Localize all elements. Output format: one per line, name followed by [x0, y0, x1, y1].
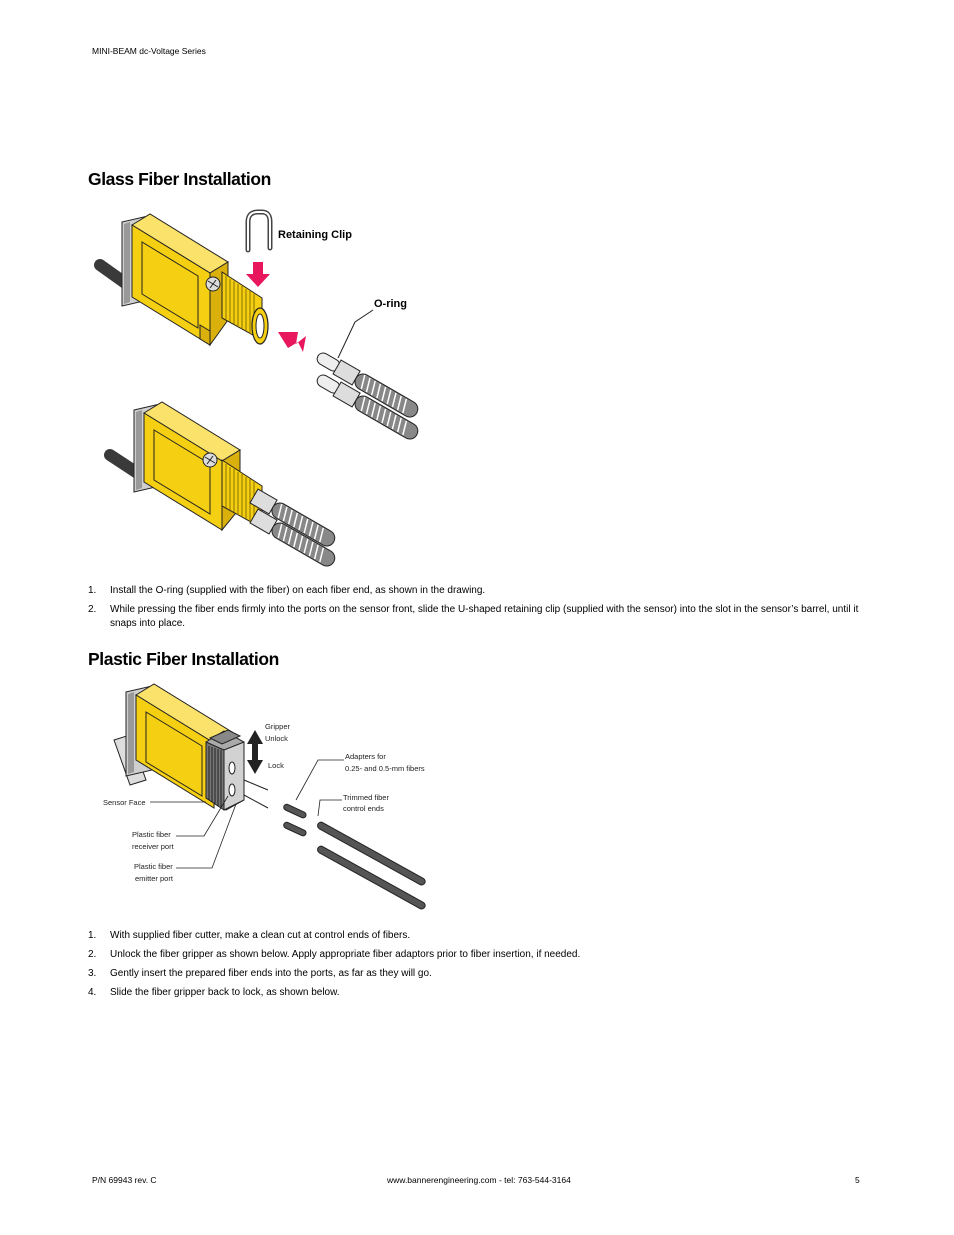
step-text: Gently insert the prepared fiber ends in…	[110, 968, 432, 979]
lock-label: Lock	[268, 761, 284, 770]
adapters-label-line2: 0.25- and 0.5-mm fibers	[345, 764, 425, 773]
running-header: MINI-BEAM dc-Voltage Series	[92, 46, 206, 56]
footer-part-number: P/N 69943 rev. C	[92, 1175, 157, 1185]
list-item: 2. While pressing the fiber ends firmly …	[88, 603, 868, 631]
footer-contact: www.bannerengineering.com - tel: 763-544…	[387, 1175, 571, 1185]
plastic-section-title: Plastic Fiber Installation	[88, 649, 279, 669]
list-item: 1. With supplied fiber cutter, make a cl…	[88, 929, 868, 943]
o-ring-label: O-ring	[374, 298, 407, 310]
gripper-updown-arrow-icon	[247, 730, 263, 774]
list-item: 1. Install the O-ring (supplied with the…	[88, 584, 868, 598]
emitter-port-label-line1: Plastic fiber	[134, 862, 173, 871]
step-number: 1.	[88, 930, 97, 941]
glass-sensor-assembled	[104, 401, 336, 567]
step-text: Install the O-ring (supplied with the fi…	[110, 585, 486, 596]
plastic-fiber-diagram	[113, 683, 426, 910]
receiver-port-label-line2: receiver port	[132, 842, 174, 851]
receiver-port-label-line1: Plastic fiber	[132, 830, 171, 839]
trimmed-fiber-label-line2: control ends	[343, 804, 384, 813]
trimmed-fiber-label-line1: Trimmed fiber	[343, 793, 389, 802]
arrow-left-icon	[278, 332, 306, 352]
step-text: While pressing the fiber ends firmly int…	[110, 604, 859, 629]
unlock-label: Unlock	[265, 734, 288, 743]
step-number: 4.	[88, 987, 97, 998]
plastic-steps-list: 1. With supplied fiber cutter, make a cl…	[88, 929, 868, 1005]
sensor-face-label: Sensor Face	[103, 798, 146, 807]
glass-steps-list: 1. Install the O-ring (supplied with the…	[88, 584, 868, 636]
step-number: 1.	[88, 585, 97, 596]
footer-page-number: 5	[855, 1175, 860, 1185]
gripper-label: Gripper	[265, 722, 291, 731]
arrow-down-icon	[246, 262, 270, 287]
step-text: Unlock the fiber gripper as shown below.…	[110, 949, 581, 960]
step-number: 3.	[88, 968, 97, 979]
step-number: 2.	[88, 949, 97, 960]
retaining-clip-icon	[245, 209, 273, 253]
step-text: With supplied fiber cutter, make a clean…	[110, 930, 411, 941]
step-text: Slide the fiber gripper back to lock, as…	[110, 987, 340, 998]
emitter-port-label-line2: emitter port	[135, 874, 173, 883]
glass-sensor-top	[94, 213, 269, 347]
glass-fiber-loose	[316, 352, 419, 440]
step-number: 2.	[88, 604, 97, 615]
adapters-label-line1: Adapters for	[345, 752, 386, 761]
list-item: 4. Slide the fiber gripper back to lock,…	[88, 986, 868, 1000]
list-item: 3. Gently insert the prepared fiber ends…	[88, 967, 868, 981]
list-item: 2. Unlock the fiber gripper as shown bel…	[88, 948, 868, 962]
retaining-clip-label: Retaining Clip	[278, 229, 352, 241]
glass-section-title: Glass Fiber Installation	[88, 169, 271, 189]
